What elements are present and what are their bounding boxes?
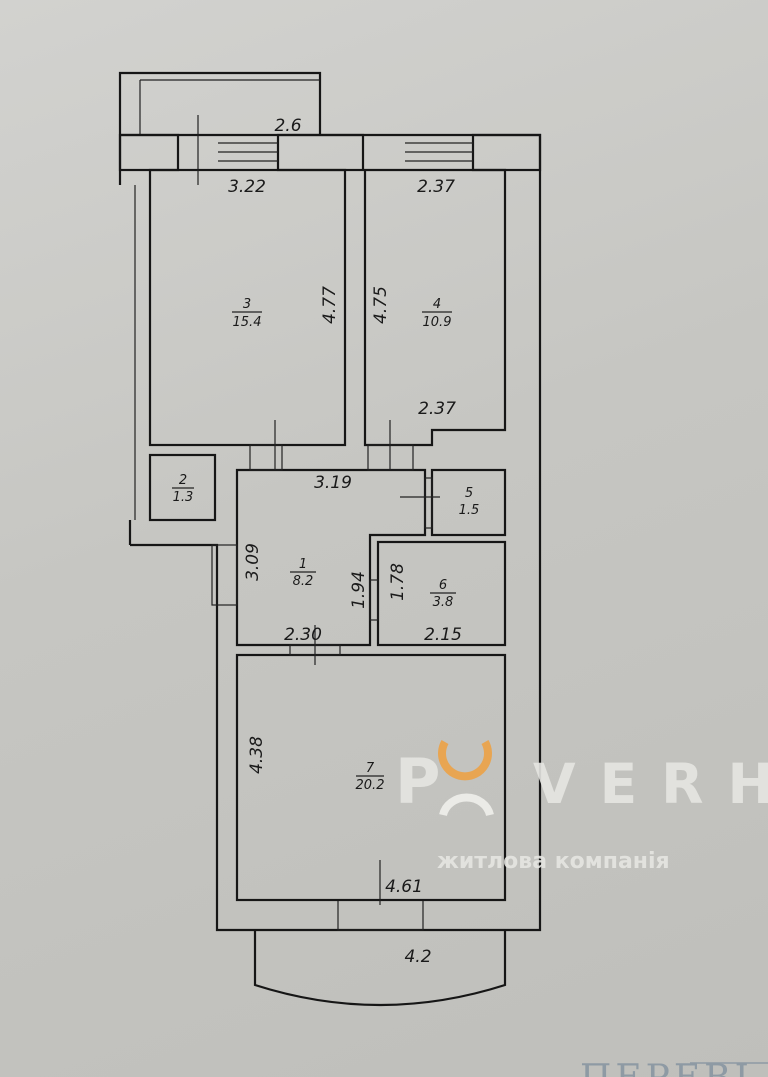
dim-room7-height: 4.38 xyxy=(247,736,267,774)
dim-hall-side: 1.94 xyxy=(349,571,369,609)
watermark-tagline: житлова компанія xyxy=(437,849,670,874)
dim-room7-width: 4.61 xyxy=(385,877,423,897)
room-4-area: 10.9 xyxy=(423,315,452,330)
exterior-walls xyxy=(118,133,542,932)
dim-balcony-top: 2.6 xyxy=(274,116,301,136)
doors xyxy=(197,115,440,905)
room-1-outline xyxy=(235,468,427,647)
room-1-number: 1 xyxy=(299,557,307,572)
room-7-number: 7 xyxy=(366,761,375,776)
room-4-number: 4 xyxy=(433,297,441,312)
bottom-balcony xyxy=(253,930,507,1007)
top-balcony xyxy=(118,71,322,135)
dim-room4-width-top: 2.37 xyxy=(417,177,455,197)
room-3-area: 15.4 xyxy=(233,315,262,330)
room-5-number: 5 xyxy=(465,486,473,501)
room-labels: 3 15.4 4 10.9 2 1.3 1 8.2 5 1.5 6 3.8 7 … xyxy=(172,297,479,793)
room-7-area: 20.2 xyxy=(356,778,385,793)
dimension-labels: 2.6 3.22 4.77 2.37 4.75 2.37 3.19 3.09 2… xyxy=(228,116,462,967)
dim-room6-height: 1.78 xyxy=(388,563,408,601)
watermark-orange-arc-icon xyxy=(438,740,492,781)
dim-room6-width: 2.15 xyxy=(424,625,462,645)
dim-balcony-bottom: 4.2 xyxy=(404,947,431,967)
stamp-text: ПЕРЕВІ xyxy=(580,1058,753,1077)
room-2-outline xyxy=(148,453,217,522)
brand-watermark: P VERH житлова компанія xyxy=(395,740,768,874)
room-1-area: 8.2 xyxy=(293,574,314,589)
room-3-number: 3 xyxy=(243,297,251,312)
dim-room3-height: 4.77 xyxy=(320,286,340,324)
dim-room4-width-bottom: 2.37 xyxy=(418,399,456,419)
dim-hall-bottom: 2.30 xyxy=(284,625,322,645)
watermark-white-arc-icon xyxy=(439,793,494,817)
dim-hall-height: 3.09 xyxy=(243,543,263,581)
room-4-outline xyxy=(363,168,507,447)
room-7-outline xyxy=(235,653,507,902)
watermark-letter-p: P xyxy=(395,745,440,818)
room-3-outline xyxy=(148,168,347,447)
room-2-number: 2 xyxy=(179,473,187,488)
room-6-number: 6 xyxy=(439,578,447,593)
dim-hall-width: 3.19 xyxy=(314,473,352,493)
room-5-area: 1.5 xyxy=(459,503,480,518)
room-6-area: 3.8 xyxy=(433,595,454,610)
dim-room3-width: 3.22 xyxy=(228,177,266,197)
watermark-brand-text: VERH xyxy=(533,752,768,816)
dim-room4-height: 4.75 xyxy=(371,286,391,324)
room-2-area: 1.3 xyxy=(173,490,194,505)
